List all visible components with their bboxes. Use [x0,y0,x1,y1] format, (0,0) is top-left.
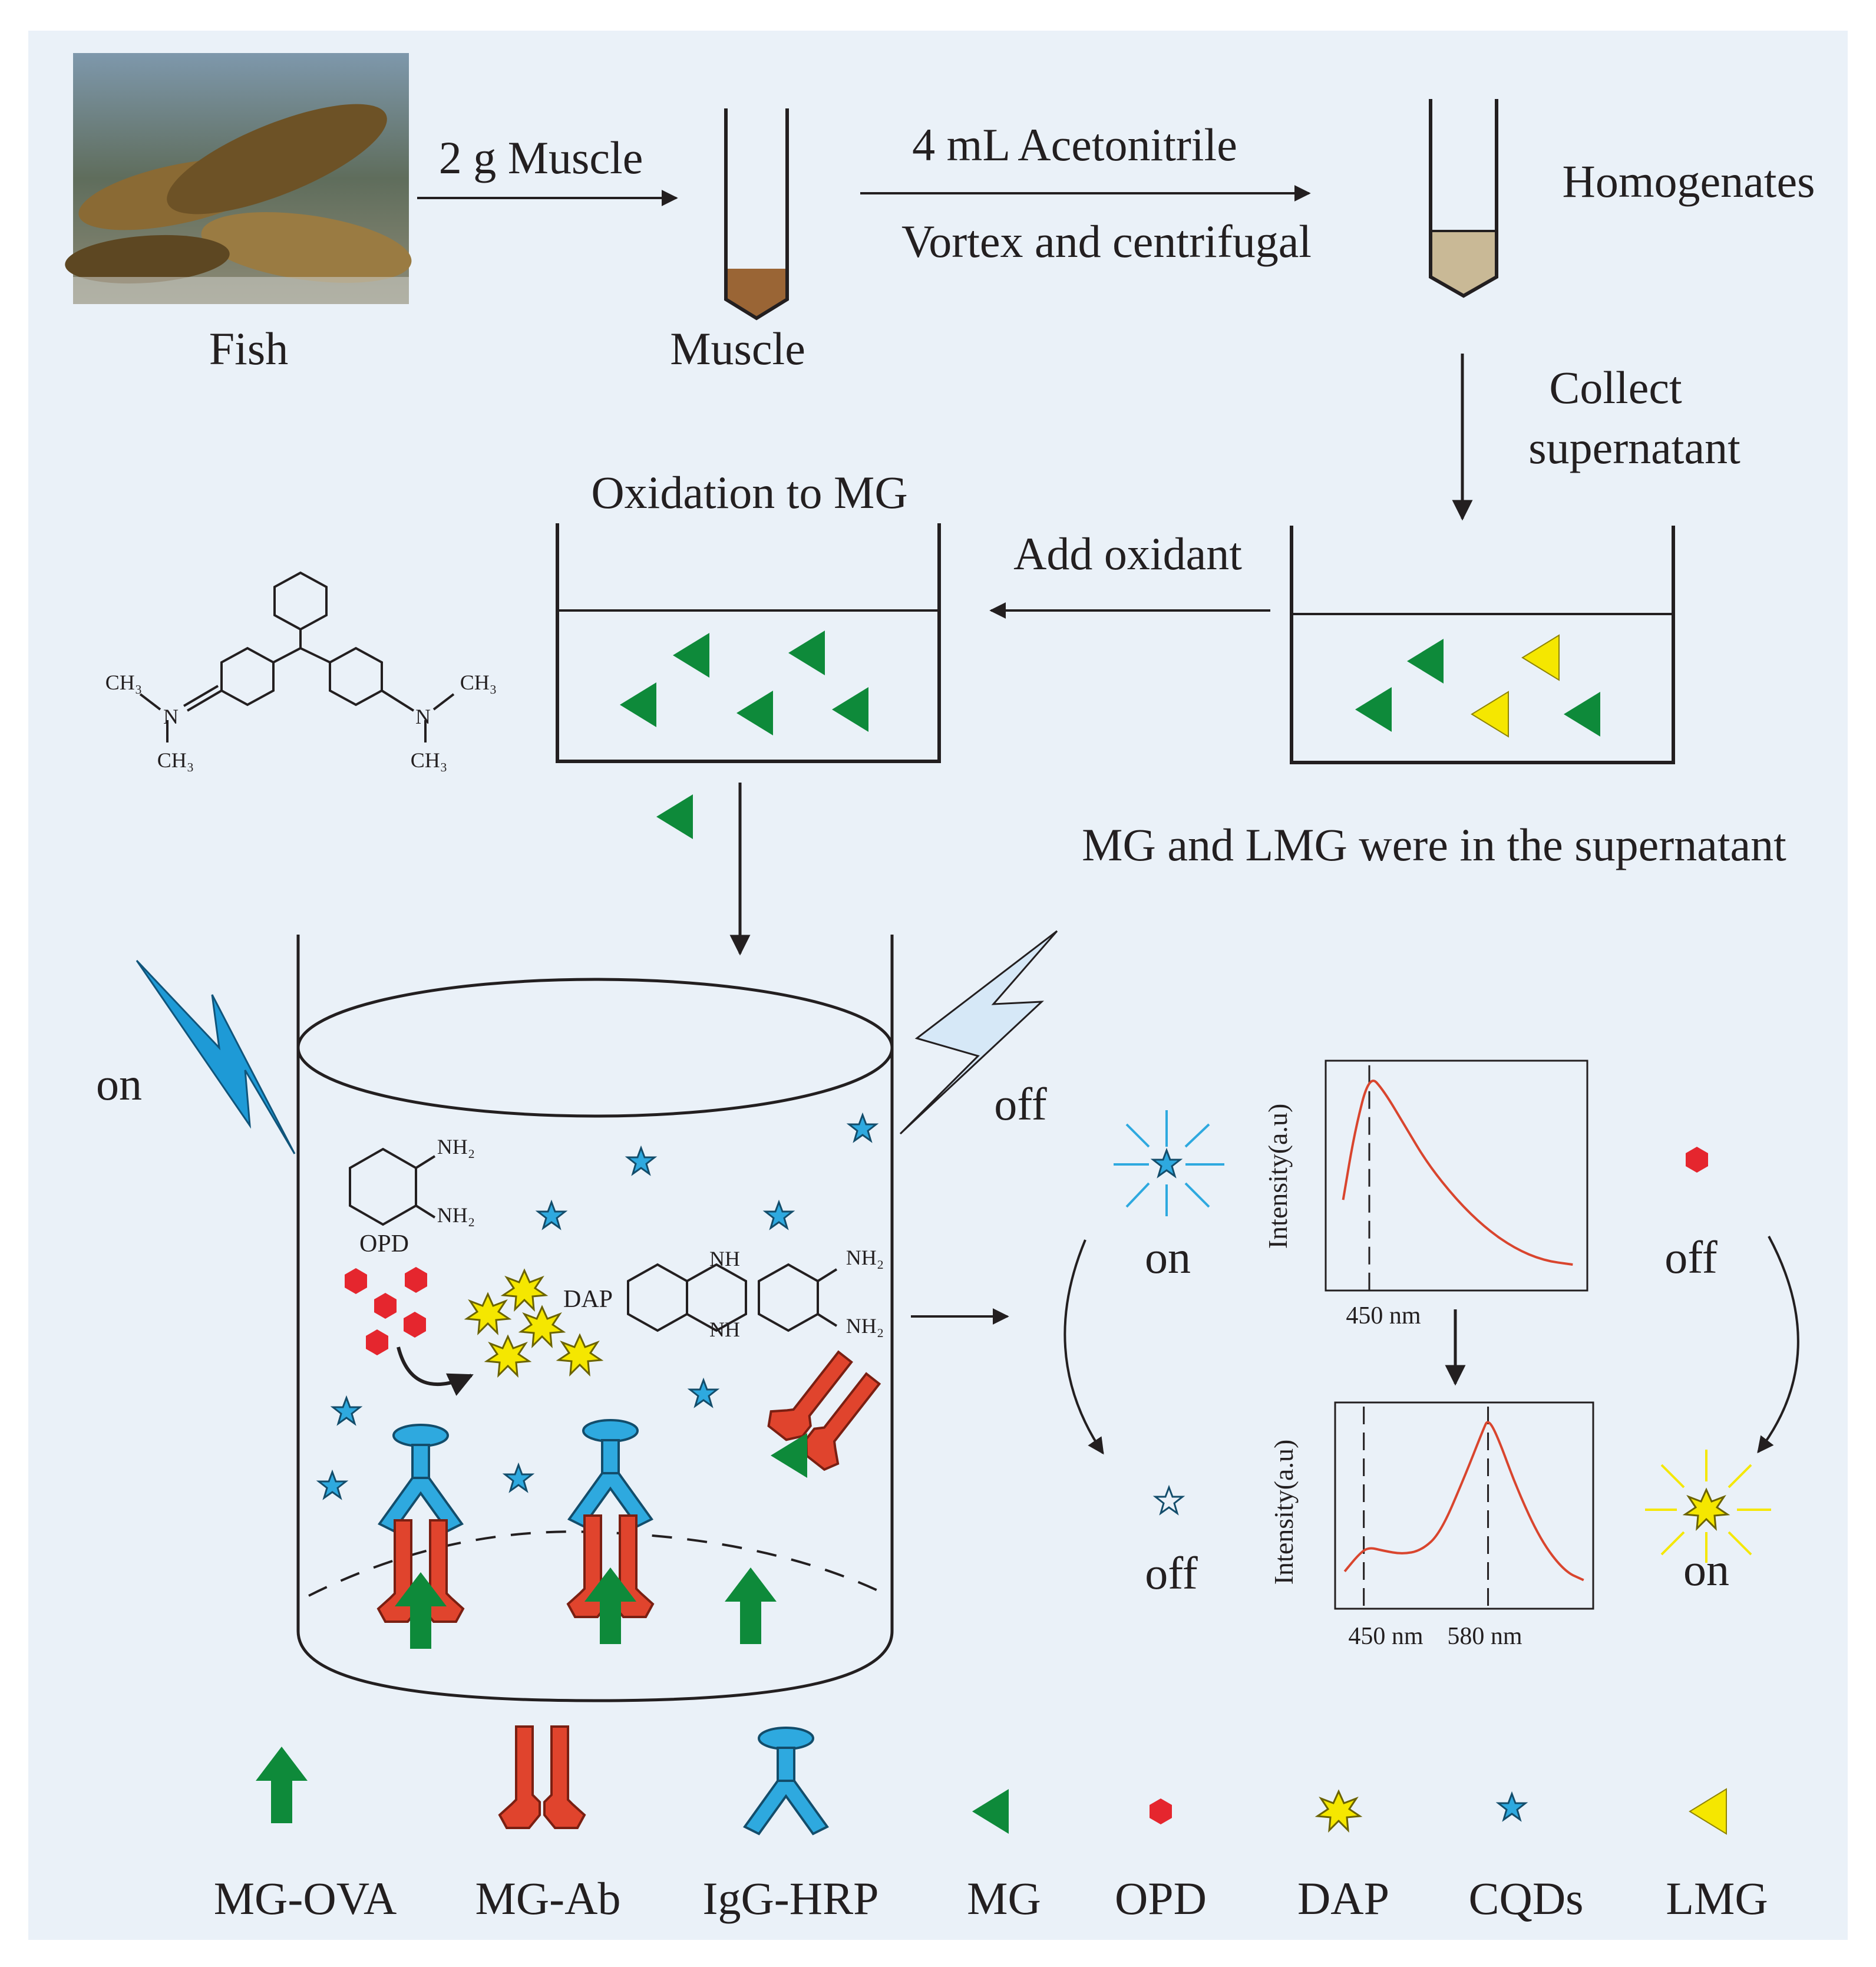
nh2-label: NH₂ [846,1246,884,1269]
mg-structure [139,571,455,742]
legend-label: CQDs [1468,1873,1583,1924]
fish-label: Fish [209,323,288,374]
y-axis-label: Intensity(a.u) [1269,1440,1299,1585]
ch3-label: CH₃ [460,671,497,694]
legend-label: MG-Ab [475,1873,621,1924]
nh2-label: NH₂ [846,1314,884,1338]
spectrum-marks [1343,1407,1585,1609]
off-label: off [994,1078,1047,1130]
oxidation-label: Oxidation to MG [591,467,907,518]
conversion-arrow [397,1346,474,1396]
oxidation-beaker [556,523,941,763]
dap-label: DAP [563,1286,613,1313]
cqd-on-label: on [1145,1232,1191,1283]
opd-label: OPD [359,1230,409,1258]
spectrum-marks [1342,1065,1574,1291]
spectrum-chart-1: Intensity(a.u) 450 nm [1263,1060,1588,1329]
on-label: on [96,1058,142,1110]
nh2-label: NH₂ [437,1203,475,1227]
collect-label-2: supernatant [1528,422,1740,473]
arrow-cqd-quench [1063,1239,1104,1455]
dap-structure [627,1263,838,1332]
cqd-on-icon [1114,1110,1224,1216]
step1-label: 2 g Muscle [439,132,643,183]
spectrum-frame [1334,1401,1594,1610]
legend-label: IgG-HRP [702,1873,878,1924]
homogenates-label: Homogenates [1563,156,1815,207]
nh2-label: NH₂ [437,1135,475,1159]
x-tick-label: 450 nm [1346,1302,1421,1329]
n-label: N [163,705,179,728]
spectrum-chart-2: Intensity(a.u) 450 nm 580 nm [1269,1401,1594,1650]
opd-structure [349,1147,436,1226]
nh-label: NH [709,1247,740,1270]
step2-bottom-label: Vortex and centrifugal [901,216,1312,267]
ch3-label: CH₃ [105,671,143,694]
ch3-label: CH₃ [411,748,448,772]
homogenates-tube [1429,99,1498,298]
x-tick-label: 450 nm [1348,1623,1423,1650]
nh-label: NH [709,1318,740,1341]
light-off-icon [899,930,1058,1135]
background-panel [28,31,1848,1940]
opd-off-label: off [1664,1232,1718,1283]
supernatant-note: MG and LMG were in the supernatant [1082,819,1786,870]
spectrum-frame [1325,1060,1588,1292]
supernatant-beaker [1290,526,1675,764]
spectrum-curve [1342,1080,1574,1266]
light-on-icon [136,959,296,1154]
dap-on-label: on [1683,1544,1729,1595]
step2-top-label: 4 mL Acetonitrile [912,119,1237,170]
dap-on-icon [1645,1450,1771,1563]
muscle-tube [724,108,789,321]
cqd-off-icon [1152,1484,1185,1516]
legend-label: LMG [1666,1873,1768,1924]
cqd-off-label: off [1145,1547,1198,1599]
x-tick-label: 580 nm [1447,1623,1522,1650]
n-label: N [415,705,431,728]
legend-label: DAP [1297,1873,1389,1924]
arrow-dap-emit [1757,1236,1799,1454]
y-axis-label: Intensity(a.u) [1263,1104,1293,1249]
ch3-label: CH₃ [157,748,194,772]
legend-label: MG [967,1873,1041,1924]
spectrum-curve [1343,1421,1585,1582]
legend-label: OPD [1115,1873,1207,1924]
add-oxidant-label: Add oxidant [1013,528,1242,579]
legend-label: MG-OVA [214,1873,397,1924]
collect-label-1: Collect [1549,362,1682,413]
legend: MG-OVA MG-Ab IgG-HRP MG OPD DAP CQDs LMG [214,1725,1768,1924]
muscle-label: Muscle [670,323,805,374]
fish-photo [65,53,412,304]
